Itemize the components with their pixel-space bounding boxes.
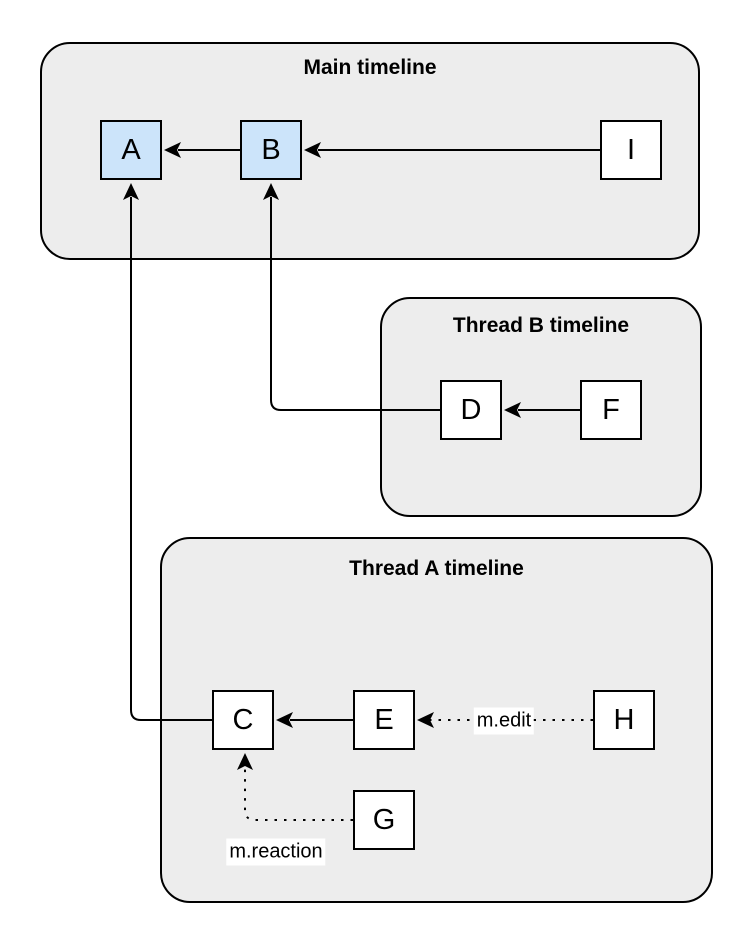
node-f: F	[580, 380, 642, 440]
node-i: I	[600, 120, 662, 180]
container-thread-b-timeline-title: Thread B timeline	[452, 314, 630, 337]
container-thread-b-timeline: Thread B timeline	[380, 297, 702, 517]
container-main-timeline-title: Main timeline	[303, 56, 437, 79]
node-h: H	[593, 690, 655, 750]
edge-label-m-reaction: m.reaction	[226, 838, 326, 866]
node-b: B	[240, 120, 302, 180]
edge-label-m-edit: m.edit	[473, 707, 535, 735]
node-d: D	[440, 380, 502, 440]
node-e: E	[353, 690, 415, 750]
container-thread-a-timeline-title: Thread A timeline	[349, 557, 524, 580]
node-g: G	[353, 790, 415, 850]
node-c: C	[212, 690, 274, 750]
node-a: A	[100, 120, 162, 180]
